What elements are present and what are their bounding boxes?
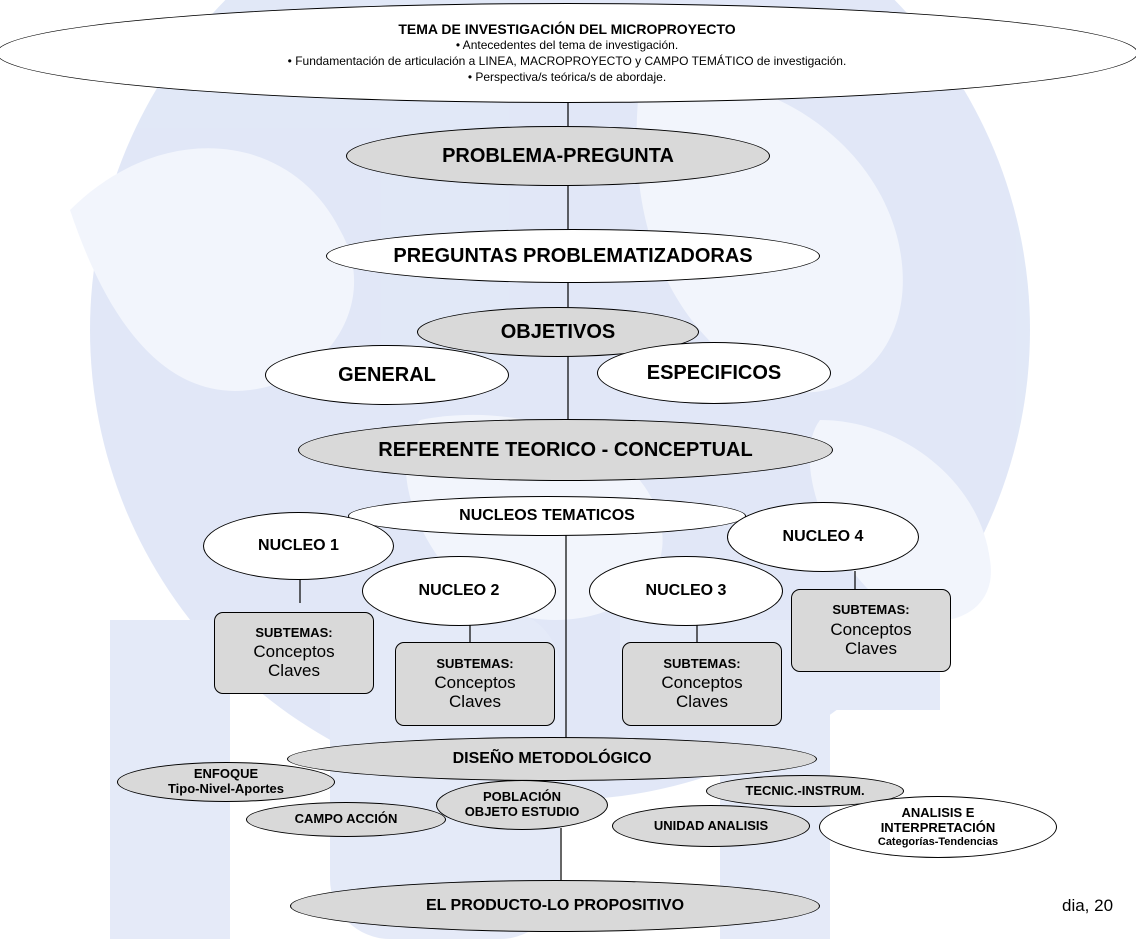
subtemas-box-2: SUBTEMAS: Conceptos Claves — [395, 642, 555, 726]
subtemas-box-3: SUBTEMAS: Conceptos Claves — [622, 642, 782, 726]
analisis-label: ANALISIS E — [901, 804, 975, 820]
nucleo-4-node: NUCLEO 4 — [727, 502, 919, 572]
subtemas-box-4: SUBTEMAS: Conceptos Claves — [791, 589, 951, 672]
nucleo-2-label: NUCLEO 2 — [418, 581, 500, 599]
nucleo-2-node: NUCLEO 2 — [362, 556, 556, 626]
nucleos-tematicos-label: NUCLEOS TEMATICOS — [459, 506, 635, 524]
campo-accion-node: CAMPO ACCIÓN — [246, 802, 446, 837]
general-node: GENERAL — [265, 345, 509, 405]
unidad-analisis-node: UNIDAD ANALISIS — [612, 805, 810, 847]
subtemas-line-claves: Claves — [845, 638, 897, 658]
objeto-estudio-label: OBJETO ESTUDIO — [464, 804, 580, 819]
nucleos-tematicos-node: NUCLEOS TEMATICOS — [348, 496, 746, 536]
poblacion-node: POBLACIÓN OBJETO ESTUDIO — [436, 780, 608, 830]
enfoque-label: ENFOQUE — [193, 766, 259, 782]
tecnic-instrum-label: TECNIC.-INSTRUM. — [745, 782, 865, 798]
subtemas-line-conceptos: Conceptos — [253, 642, 335, 662]
subtemas-line-claves: Claves — [268, 661, 320, 681]
subtemas-line-conceptos: Conceptos — [434, 673, 516, 693]
unidad-analisis-label: UNIDAD ANALISIS — [653, 817, 769, 833]
nucleo-1-node: NUCLEO 1 — [203, 512, 394, 580]
tema-bullet-antecedentes: • Antecedentes del tema de investigación… — [455, 37, 679, 52]
subtemas-heading: SUBTEMAS: — [436, 655, 514, 671]
subtemas-box-1: SUBTEMAS: Conceptos Claves — [214, 612, 374, 694]
producto-propositivo-label: EL PRODUCTO-LO PROPOSITIVO — [425, 896, 685, 914]
tema-bullet-perspectiva: • Perspectiva/s teórica/s de abordaje. — [467, 70, 667, 85]
producto-propositivo-node: EL PRODUCTO-LO PROPOSITIVO — [290, 880, 820, 932]
subtemas-line-conceptos: Conceptos — [661, 673, 743, 693]
referente-teorico-label: REFERENTE TEORICO - CONCEPTUAL — [378, 438, 753, 461]
preguntas-problematizadoras-label: PREGUNTAS PROBLEMATIZADORAS — [393, 244, 753, 267]
analisis-interpretacion-node: ANALISIS E INTERPRETACIÓN Categorías-Ten… — [819, 796, 1057, 858]
problema-pregunta-node: PROBLEMA-PREGUNTA — [346, 126, 770, 186]
categorias-tendencias-label: Categorías-Tendencias — [877, 835, 999, 848]
nucleo-3-label: NUCLEO 3 — [645, 581, 727, 599]
especificos-label: ESPECIFICOS — [646, 361, 782, 384]
subtemas-line-claves: Claves — [676, 692, 728, 712]
diseno-metodologico-node: DISEÑO METODOLÓGICO — [287, 737, 817, 781]
especificos-node: ESPECIFICOS — [597, 342, 831, 404]
campo-accion-label: CAMPO ACCIÓN — [294, 811, 398, 827]
subtemas-heading: SUBTEMAS: — [832, 602, 910, 618]
objetivos-label: OBJETIVOS — [500, 320, 616, 343]
subtemas-line-claves: Claves — [449, 692, 501, 712]
footer-text: dia, 20 — [1062, 896, 1114, 915]
tema-investigacion-node: TEMA DE INVESTIGACIÓN DEL MICROPROYECTO … — [0, 3, 1136, 103]
nucleo-3-node: NUCLEO 3 — [589, 556, 783, 626]
interpretacion-label: INTERPRETACIÓN — [880, 819, 996, 835]
nucleo-4-label: NUCLEO 4 — [782, 527, 864, 545]
nucleo-1-label: NUCLEO 1 — [258, 536, 339, 554]
general-label: GENERAL — [338, 363, 436, 386]
enfoque-node: ENFOQUE Tipo-Nivel-Aportes — [117, 762, 335, 802]
subtemas-line-conceptos: Conceptos — [830, 619, 912, 639]
preguntas-problematizadoras-node: PREGUNTAS PROBLEMATIZADORAS — [326, 229, 820, 283]
diseno-metodologico-label: DISEÑO METODOLÓGICO — [452, 749, 652, 767]
subtemas-heading: SUBTEMAS: — [255, 624, 333, 640]
tema-title: TEMA DE INVESTIGACIÓN DEL MICROPROYECTO — [398, 20, 736, 37]
problema-pregunta-label: PROBLEMA-PREGUNTA — [442, 144, 674, 167]
tema-bullet-fundamentacion: • Fundamentación de articulación a LINEA… — [287, 53, 847, 68]
enfoque-sublabel: Tipo-Nivel-Aportes — [167, 781, 285, 796]
subtemas-heading: SUBTEMAS: — [663, 655, 741, 671]
referente-teorico-node: REFERENTE TEORICO - CONCEPTUAL — [298, 419, 833, 481]
poblacion-label: POBLACIÓN — [483, 789, 561, 805]
